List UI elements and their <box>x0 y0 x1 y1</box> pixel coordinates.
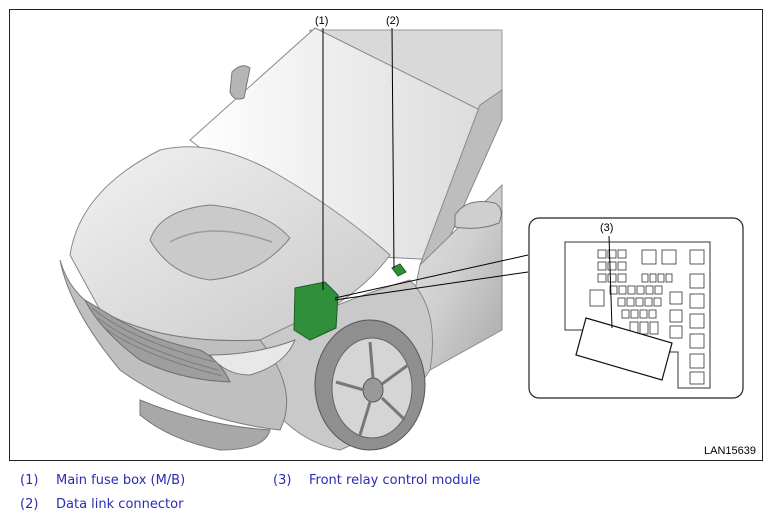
figure-id: LAN15639 <box>704 445 756 457</box>
legend-item-1: (1) Main fuse box (M/B) <box>20 473 185 488</box>
legend-number: (2) <box>20 497 39 512</box>
headlight <box>208 339 296 376</box>
front-grille <box>83 298 231 383</box>
front-relay-control-module <box>575 317 673 381</box>
callout-3-label: (3) <box>600 222 614 234</box>
leader-line-inset-bottom <box>334 271 529 301</box>
hood-scoop <box>149 204 291 281</box>
callout-1-label: (1) <box>315 15 329 27</box>
legend-text: Main fuse box (M/B) <box>56 473 186 488</box>
side-mirror <box>454 201 502 229</box>
legend-text: Front relay control module <box>309 473 481 488</box>
front-wheel <box>314 319 426 451</box>
rear-mirror <box>229 65 251 100</box>
a-pillar <box>419 89 503 271</box>
legend-item-3: (3) Front relay control module <box>273 473 480 488</box>
legend-number: (1) <box>20 473 39 488</box>
legend-item-2: (2) Data link connector <box>20 497 183 512</box>
legend-text: Data link connector <box>56 497 184 512</box>
lower-intake <box>139 399 271 451</box>
legend: (1) Main fuse box (M/B) (2) Data link conn… <box>0 465 773 522</box>
fuse-cells <box>589 249 705 385</box>
leader-line-3 <box>608 235 613 329</box>
leader-line-2 <box>391 27 395 269</box>
callout-2-label: (2) <box>386 15 400 27</box>
car-illustration <box>59 27 744 451</box>
leader-line-inset-top <box>334 254 529 299</box>
main-fuse-box-highlight <box>293 281 339 341</box>
diagram-figure: (1) (2) (3) LAN15639 <box>9 9 763 461</box>
legend-number: (3) <box>273 473 292 488</box>
data-link-connector-highlight <box>391 263 407 277</box>
